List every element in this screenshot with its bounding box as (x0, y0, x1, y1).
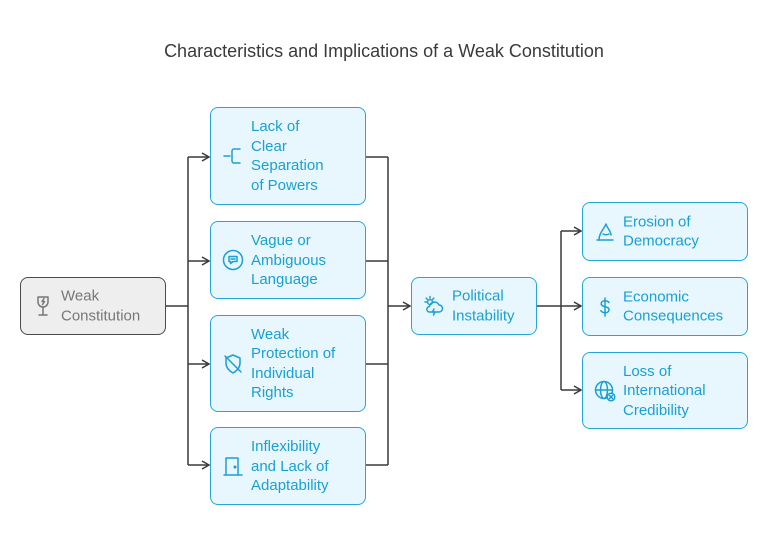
diagram-title: Characteristics and Implications of a We… (164, 41, 604, 61)
effect-node-economic-consequences: Economic Consequences (582, 277, 748, 336)
center-label: Political Instability (452, 287, 515, 325)
globe-x-icon (594, 380, 616, 402)
bracket-split-icon (223, 148, 241, 164)
effect-node-erosion-of-democracy: Erosion of Democracy (582, 202, 748, 261)
wine-glass-icon (37, 296, 49, 316)
effect-label-3: Loss of International Credibility (623, 362, 706, 419)
effect-node-loss-of-credibility: Loss of International Credibility (582, 352, 748, 429)
shield-off-icon (224, 353, 242, 374)
cause-node-separation-of-powers: Lack of Clear Separation of Powers (210, 107, 366, 205)
erosion-icon (596, 222, 614, 241)
root-node: Weak Constitution (20, 277, 166, 335)
speech-bubble-icon (222, 249, 244, 271)
dollar-icon (600, 296, 610, 317)
cause-label-4: Inflexibility and Lack of Adaptability (251, 437, 329, 494)
center-node-political-instability: Political Instability (411, 277, 537, 335)
effect-label-2: Economic Consequences (623, 288, 724, 325)
cause-node-vague-language: Vague or Ambiguous Language (210, 221, 366, 299)
storm-cloud-icon (424, 295, 444, 316)
root-label: Weak Constitution (61, 287, 141, 325)
cause-node-inflexibility: Inflexibility and Lack of Adaptability (210, 427, 366, 505)
effect-label-1: Erosion of Democracy (623, 213, 699, 250)
door-icon (223, 457, 243, 476)
cause-label-2: Vague or Ambiguous Language (251, 231, 327, 288)
cause-label-3: Weak Protection of Individual Rights (251, 325, 336, 402)
cause-label-1: Lack of Clear Separation of Powers (251, 118, 324, 194)
cause-node-weak-protection: Weak Protection of Individual Rights (210, 315, 366, 412)
